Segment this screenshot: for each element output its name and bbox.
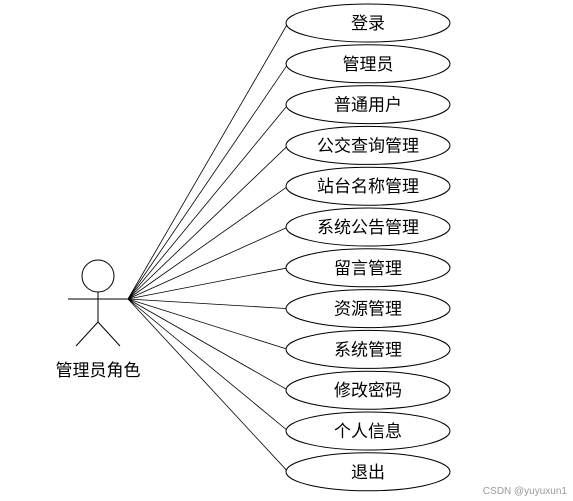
use-case-ellipse — [285, 207, 451, 247]
use-case: 修改密码 — [285, 370, 451, 410]
use-case: 资源管理 — [285, 289, 451, 329]
use-case-label: 个人信息 — [334, 422, 402, 442]
association-line — [127, 298, 289, 309]
actor-right-leg — [97, 321, 121, 347]
actor-left-leg — [75, 321, 99, 347]
association-line — [127, 226, 289, 300]
use-case: 登录 — [285, 3, 451, 43]
actor-label: 管理员角色 — [56, 361, 141, 381]
use-case-label: 系统管理 — [334, 340, 402, 360]
use-case-ellipse — [285, 248, 451, 288]
use-case-label: 系统公告管理 — [317, 218, 419, 238]
association-line — [127, 298, 289, 432]
use-case: 个人信息 — [285, 411, 451, 451]
use-case-label: 公交查询管理 — [317, 136, 419, 156]
use-case-ellipse — [285, 452, 451, 492]
use-case: 站台名称管理 — [285, 166, 451, 206]
association-line — [127, 22, 289, 300]
use-case: 系统管理 — [285, 329, 451, 369]
use-case-label: 站台名称管理 — [317, 177, 419, 197]
use-case: 退出 — [285, 452, 451, 492]
use-case: 公交查询管理 — [285, 125, 451, 165]
association-line — [127, 145, 289, 300]
association-line — [127, 298, 289, 473]
use-case-list: 登录管理员普通用户公交查询管理站台名称管理系统公告管理留言管理资源管理系统管理修… — [285, 3, 451, 492]
use-case: 普通用户 — [285, 85, 451, 125]
use-case-label: 退出 — [351, 463, 385, 483]
association-line — [127, 298, 289, 391]
use-case: 系统公告管理 — [285, 207, 451, 247]
use-case-label: 修改密码 — [334, 381, 402, 401]
actor-head — [81, 259, 115, 293]
association-line — [127, 298, 289, 350]
use-case-label: 登录 — [351, 14, 385, 34]
use-case: 留言管理 — [285, 248, 451, 288]
association-line — [127, 104, 289, 300]
use-case-ellipse — [285, 289, 451, 329]
use-case-label: 资源管理 — [334, 300, 402, 320]
use-case: 管理员 — [285, 44, 451, 84]
association-line — [127, 63, 289, 300]
use-case-ellipse — [285, 370, 451, 410]
use-case-label: 普通用户 — [334, 96, 402, 116]
association-lines — [127, 22, 289, 473]
use-case-ellipse — [285, 166, 451, 206]
use-case-ellipse — [285, 125, 451, 165]
association-line — [127, 185, 289, 300]
use-case-label: 留言管理 — [334, 259, 402, 279]
association-line — [127, 267, 289, 300]
use-case-ellipse — [285, 85, 451, 125]
use-case-label: 管理员 — [343, 55, 394, 75]
use-case-ellipse — [285, 44, 451, 84]
watermark: CSDN @yuyuxun1 — [482, 486, 567, 497]
use-case-ellipse — [285, 329, 451, 369]
use-case-ellipse — [285, 3, 451, 43]
actor-figure — [68, 259, 128, 347]
use-case-ellipse — [285, 411, 451, 451]
